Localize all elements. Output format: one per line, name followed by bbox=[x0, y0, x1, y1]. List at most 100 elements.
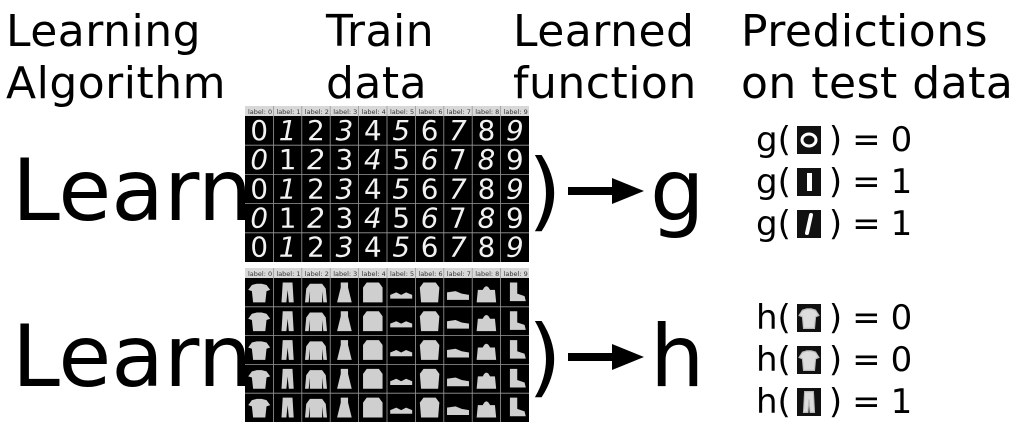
grid-digit: 8 bbox=[478, 231, 496, 262]
shirt-thumbnail bbox=[419, 340, 440, 360]
grid-digit: 2 bbox=[307, 231, 325, 262]
prediction-value: 1 bbox=[890, 382, 913, 422]
shirt-thumbnail bbox=[419, 368, 440, 389]
trouser-thumbnail bbox=[281, 368, 294, 389]
sandal-thumbnail bbox=[390, 350, 413, 357]
boot-thumbnail bbox=[509, 368, 526, 388]
header-line: data bbox=[326, 58, 428, 109]
pullover-thumbnail bbox=[305, 398, 327, 418]
header-line: on test data bbox=[741, 58, 1014, 109]
grid-digit: 6 bbox=[421, 231, 439, 262]
grid-column-label: label: 6 bbox=[418, 270, 442, 278]
prediction-function: g( bbox=[756, 162, 791, 202]
coat-thumbnail bbox=[363, 282, 383, 303]
prediction-close-paren: ) bbox=[828, 382, 843, 422]
grid-column-label: label: 3 bbox=[333, 270, 357, 278]
grid-digit: 4 bbox=[364, 231, 382, 262]
header-predictions: Predictions on test data bbox=[741, 6, 1013, 110]
grid-digit: 7 bbox=[449, 231, 467, 262]
header-learned-function: Learned function bbox=[513, 6, 697, 110]
tshirt-thumbnail bbox=[796, 346, 821, 374]
grid-digit: 9 bbox=[506, 202, 524, 235]
dress-thumbnail bbox=[337, 397, 352, 418]
header-line: Learning bbox=[6, 6, 202, 57]
header-line: Algorithm bbox=[6, 58, 226, 109]
grid-digit: 3 bbox=[336, 202, 354, 235]
coat-thumbnail bbox=[363, 368, 383, 389]
prediction-close-paren: ) bbox=[828, 298, 843, 338]
grid-digit: 8 bbox=[478, 143, 496, 176]
grid-digit: 5 bbox=[392, 114, 410, 147]
header-line: Learned bbox=[513, 6, 695, 57]
grid-digit: 6 bbox=[421, 143, 439, 176]
grid-column-label: label: 6 bbox=[418, 108, 442, 116]
grid-column-label: label: 9 bbox=[504, 108, 528, 116]
prediction-line: g()=1 bbox=[756, 162, 912, 202]
prediction-close-paren: ) bbox=[828, 340, 843, 380]
prediction-function: h( bbox=[756, 340, 791, 380]
sneaker-thumbnail bbox=[447, 377, 469, 387]
grid-digit: 8 bbox=[478, 172, 496, 205]
prediction-line: g()=1 bbox=[756, 204, 912, 244]
grid-digit: 0 bbox=[250, 202, 268, 235]
digit-one-slanted-thumbnail bbox=[796, 210, 821, 238]
trouser-thumbnail bbox=[796, 388, 821, 416]
sneaker-thumbnail bbox=[447, 291, 469, 300]
shirt-thumbnail bbox=[419, 311, 440, 332]
close-paren: ) bbox=[528, 141, 562, 241]
tshirt-thumbnail bbox=[248, 370, 271, 389]
grid-digit: 5 bbox=[392, 143, 410, 176]
function-g: g bbox=[650, 141, 705, 241]
grid-column-label: label: 0 bbox=[248, 270, 272, 278]
shirt-thumbnail bbox=[419, 397, 440, 418]
grid-column-label: label: 4 bbox=[362, 270, 386, 278]
grid-digit: 3 bbox=[336, 114, 354, 147]
grid-digit: 7 bbox=[449, 202, 467, 235]
bag-thumbnail bbox=[476, 401, 497, 418]
grid-digit: 7 bbox=[449, 172, 467, 205]
prediction-function: g( bbox=[756, 120, 791, 160]
tshirt-thumbnail bbox=[248, 283, 271, 303]
grid-digit: 0 bbox=[250, 143, 268, 176]
grid-digit: 5 bbox=[392, 172, 410, 205]
trouser-thumbnail bbox=[281, 311, 294, 332]
grid-column-label: label: 2 bbox=[305, 108, 329, 116]
prediction-value: 0 bbox=[890, 298, 913, 338]
prediction-value: 1 bbox=[890, 204, 913, 244]
grid-digit: 7 bbox=[449, 143, 467, 176]
grid-digit: 0 bbox=[250, 172, 268, 205]
grid-digit: 1 bbox=[279, 231, 297, 262]
arrow-icon bbox=[568, 178, 644, 204]
bag-thumbnail bbox=[476, 372, 497, 389]
grid-digit: 6 bbox=[421, 202, 439, 235]
grid-column-label: label: 8 bbox=[475, 108, 499, 116]
tshirt-thumbnail bbox=[248, 341, 271, 360]
prediction-function: h( bbox=[756, 382, 791, 422]
grid-digit: 1 bbox=[279, 114, 297, 147]
grid-digit: 4 bbox=[364, 202, 382, 235]
dress-thumbnail bbox=[337, 340, 352, 360]
boot-thumbnail bbox=[509, 282, 526, 302]
grid-digit: 9 bbox=[506, 231, 524, 262]
prediction-equals: = bbox=[852, 204, 881, 244]
sneaker-thumbnail bbox=[447, 319, 469, 329]
grid-digit: 2 bbox=[307, 114, 325, 147]
sandal-thumbnail bbox=[390, 292, 413, 299]
tshirt-thumbnail bbox=[248, 398, 271, 418]
grid-column-label: label: 0 bbox=[248, 108, 272, 116]
dress-thumbnail bbox=[337, 311, 352, 332]
prediction-line: h()=0 bbox=[756, 340, 912, 380]
digit-zero-thumbnail bbox=[796, 126, 821, 154]
function-h: h bbox=[650, 307, 705, 407]
prediction-equals: = bbox=[852, 340, 881, 380]
sandal-thumbnail bbox=[390, 321, 413, 328]
grid-column-label: label: 5 bbox=[390, 270, 414, 278]
grid-digit: 4 bbox=[364, 143, 382, 176]
grid-digit: 3 bbox=[336, 172, 354, 205]
grid-column-label: label: 7 bbox=[447, 108, 471, 116]
trouser-thumbnail bbox=[281, 397, 294, 418]
grid-column-label: label: 9 bbox=[504, 270, 528, 278]
header-line: function bbox=[513, 58, 697, 109]
grid-digit: 1 bbox=[279, 202, 297, 235]
